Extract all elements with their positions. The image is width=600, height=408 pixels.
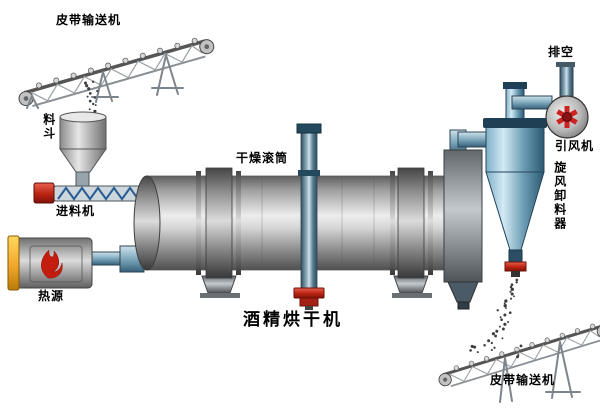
burner-panel — [7, 235, 20, 291]
label-drying-drum: 干燥滚筒 — [236, 151, 289, 165]
exhaust-pipe — [559, 65, 574, 101]
rotary-drum — [133, 167, 461, 298]
screw-feeder — [33, 182, 147, 204]
label-belt-conveyor-bottom: 皮带输送机 — [490, 373, 556, 387]
cyclone-discharge-flange — [504, 261, 527, 272]
pipe-flange — [293, 287, 325, 299]
label-belt-conveyor-top: 皮带输送机 — [56, 13, 122, 27]
label-induced-draft-fan: 引风机 — [555, 139, 595, 153]
hopper — [59, 111, 107, 189]
fan-impeller-icon — [556, 106, 578, 128]
diagram-title: 酒精烘干机 — [243, 310, 343, 330]
label-feeder: 进料机 — [56, 204, 96, 218]
label-hopper: 料斗 — [41, 113, 56, 141]
label-exhaust: 排空 — [548, 45, 575, 59]
belt-conveyor-top — [14, 31, 218, 111]
induced-draft-fan — [511, 62, 589, 139]
discharge-housing — [443, 129, 493, 310]
cyclone-separator — [483, 82, 547, 277]
belt-conveyor-bottom — [434, 318, 600, 403]
feeder-motor — [33, 182, 55, 204]
label-cyclone-discharger: 旋风卸料器 — [552, 161, 567, 231]
label-heat-source: 热源 — [38, 289, 65, 303]
riding-ring — [397, 167, 425, 279]
riding-ring — [205, 167, 233, 279]
center-pipe — [293, 123, 325, 310]
drum-end-cap — [133, 175, 161, 271]
material-stream-bottom — [469, 278, 523, 359]
heat-source — [7, 235, 145, 291]
flame-icon — [41, 249, 63, 279]
